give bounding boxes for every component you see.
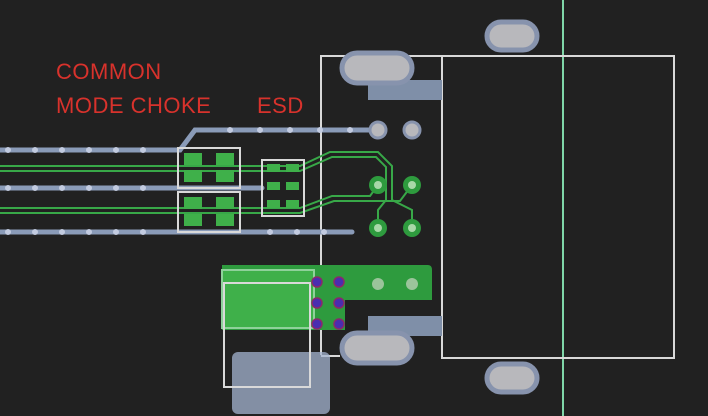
esd-component [261, 159, 305, 217]
gnd-component [221, 269, 315, 329]
usb-connector-footprint [320, 55, 675, 359]
common-mode-choke-label-line1: COMMON [56, 59, 162, 84]
vias [311, 276, 345, 330]
common-mode-choke [177, 147, 241, 233]
bottom-component [232, 352, 330, 414]
mounting-pads [339, 19, 540, 395]
connector-pins [368, 120, 422, 290]
trace-dots [5, 127, 353, 235]
common-mode-choke-label-line2: MODE CHOKE [56, 93, 212, 118]
esd-label: ESD [257, 93, 304, 118]
